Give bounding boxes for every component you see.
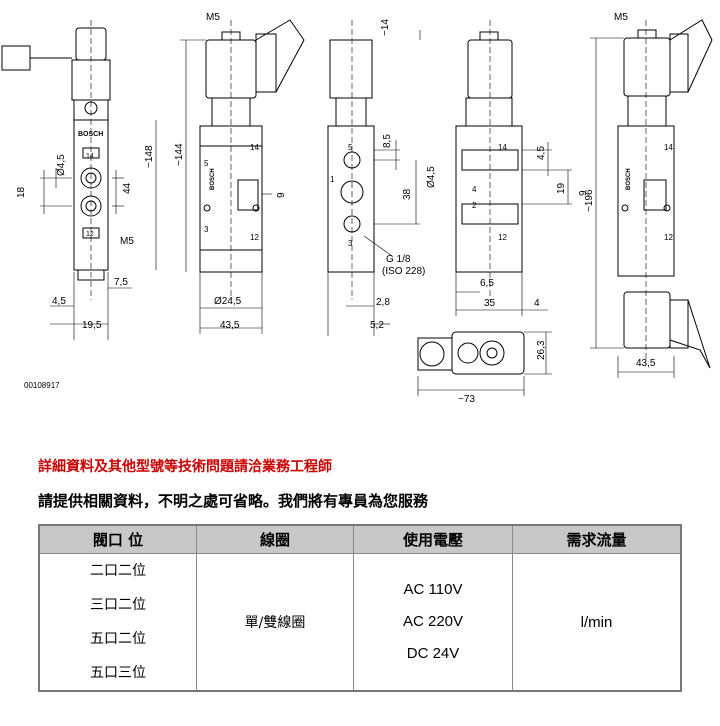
list-item: AC 220V [402,613,464,630]
label-d148: ~148 [144,145,155,168]
technical-drawing: M5 M5 M5 Ø4,5 18 44 ~148 ~144 7,5 4,5 19… [1,12,713,405]
label-d28: 2,8 [376,297,390,308]
label-d45b: 4,5 [52,296,66,307]
label-d435: 43,5 [220,320,240,331]
label-d196: ~196 [584,189,595,212]
view-double-coil [590,19,713,378]
cell-coil: 單/雙線圈 [196,553,354,692]
label-d44: 44 [122,182,133,194]
brand-label: BOSCH [78,131,103,138]
list-item: 五口二位 [90,631,146,647]
label-d73: ~73 [458,394,475,405]
label-d195: 19,5 [82,320,102,331]
cell-flow: l/min [512,553,682,692]
label-port-5-a: 5 [204,159,209,168]
list-item: DC 24V [406,645,460,662]
label-port-14-a: 14 [250,143,259,152]
list-item: AC 110V [403,581,463,598]
list-item: 二口二位 [90,563,146,579]
label-d9-a: 9 [276,192,287,198]
label-port-2-c: 2 [472,201,477,210]
header-voltage: 使用電壓 [353,524,513,554]
label-port-14-c: 14 [498,143,507,152]
drawing-code: 00108917 [24,381,60,390]
view-top [417,331,552,396]
label-m5-b: M5 [614,12,628,23]
label-d4: 4 [534,298,540,309]
label-d45-d: 4,5 [536,146,547,160]
label-d45-c: Ø4,5 [426,166,437,188]
view-side-coil [180,19,305,334]
label-port-12-c: 12 [498,233,507,242]
label-port-14-e: 14 [86,153,94,160]
label-d9-b: 9 [578,190,589,196]
view-front-narrow [1,20,157,340]
header-positions: 閥口 位 [38,524,197,554]
view-ports [327,20,420,336]
spec-table: 閥口 位 線圈 使用電壓 需求流量 二口二位 三口二位 五口二位 五口三位 單/… [38,524,682,692]
label-port-3-a: 3 [204,225,209,234]
label-d52: 5,2 [370,320,384,331]
label-port-4-c: 4 [472,185,477,194]
label-port-5-b: 5 [348,143,353,152]
request-text: 請提供相關資料，不明之處可省略。我們將有專員為您服務 [38,492,429,510]
label-port-12-a: 12 [250,233,259,242]
label-d245: Ø24,5 [214,296,242,307]
label-port-14-d: 14 [664,143,673,152]
list-item: 五口三位 [90,665,146,681]
label-m5-a: M5 [206,12,220,23]
label-d85: 8,5 [382,134,393,148]
label-d35: 35 [484,298,496,309]
label-iso: (ISO 228) [382,266,425,277]
label-d75: 7,5 [114,277,128,288]
list-item: 三口二位 [90,597,146,613]
label-d144: ~144 [174,143,185,166]
label-g18: G 1/8 [386,254,411,265]
cell-positions: 二口二位 三口二位 五口二位 五口三位 [38,553,197,692]
view-back [419,20,572,316]
header-flow: 需求流量 [512,524,682,554]
label-d38: 38 [402,188,413,200]
label-d65: 6,5 [480,278,494,289]
header-coil: 線圈 [196,524,354,554]
label-m5-c: M5 [120,236,134,247]
label-d14top: ~14 [380,19,391,36]
table-header-row: 閥口 位 線圈 使用電壓 需求流量 [38,524,682,554]
brand-label-c: BOSCH [626,168,632,190]
label-d45: Ø4,5 [56,154,67,176]
brand-label-b: BOSCH [210,168,216,190]
label-port-12-d: 12 [664,233,673,242]
label-d19: 19 [556,182,567,194]
cell-voltages: AC 110V AC 220V DC 24V [353,553,513,692]
label-port-3-b: 3 [348,239,353,248]
label-port-12-e: 12 [86,231,94,238]
table-row: 二口二位 三口二位 五口二位 五口三位 單/雙線圈 AC 110V AC 220… [38,553,682,692]
label-port-1-b: 1 [330,175,335,184]
label-d18: 18 [16,186,27,198]
label-d435b: 43,5 [636,358,656,369]
label-d263: 26,3 [536,340,547,360]
notice-text: 詳細資料及其他型號等技術問題請洽業務工程師 [38,459,332,475]
